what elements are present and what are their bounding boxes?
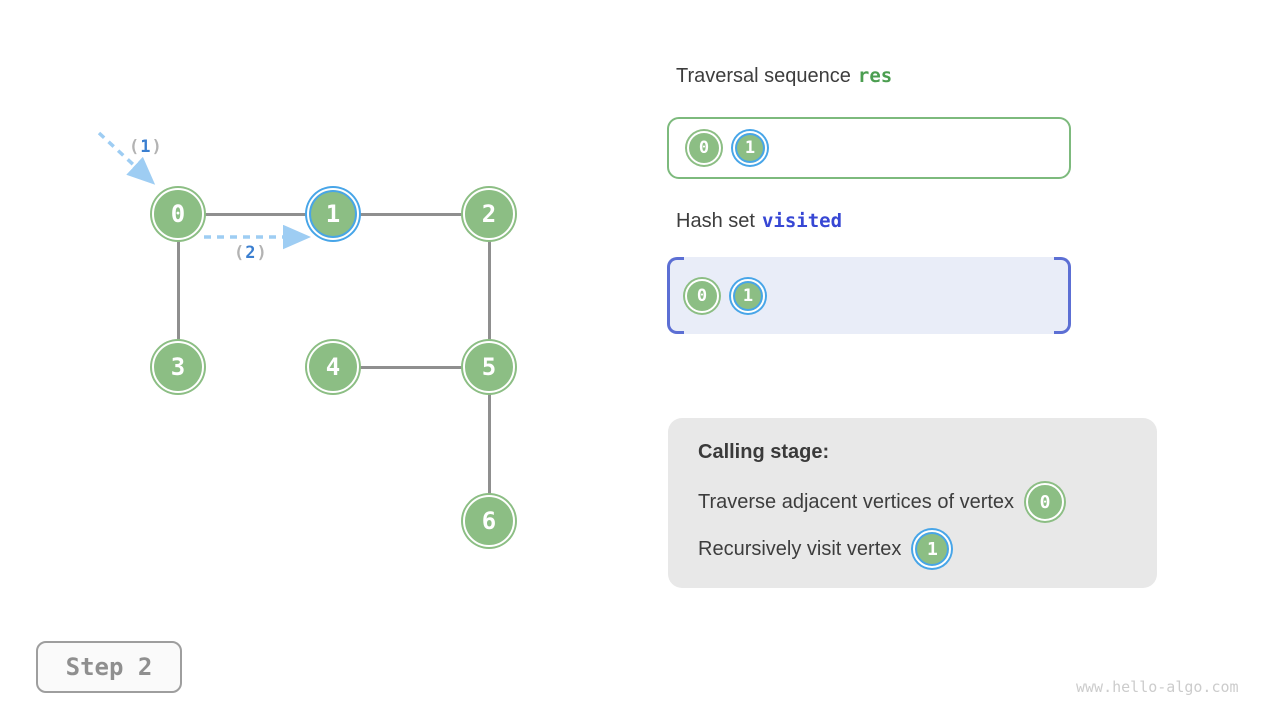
calling-stage-box: Calling stage: Traverse adjacent vertice…: [668, 418, 1157, 588]
res-item-1: 1: [733, 131, 767, 165]
edge-0-3: [176, 214, 180, 367]
calling-stage-vertex-1: 1: [913, 530, 952, 568]
hash-set-box: 0 1: [667, 257, 1071, 334]
visited-item-0: 0: [685, 278, 719, 313]
graph-vertex-3: 3: [152, 341, 204, 393]
graph-vertex-6: 6: [463, 495, 515, 547]
calling-stage-line-2-text: Recursively visit vertex: [698, 537, 902, 560]
graph-vertex-2: 2: [463, 188, 515, 240]
graph-vertex-5: 5: [463, 341, 515, 393]
res-item-0: 0: [687, 131, 721, 165]
calling-stage-line-2: Recursively visit vertex 1: [698, 527, 1157, 571]
calling-stage-title: Calling stage:: [698, 441, 830, 463]
arrow-label-1: (1): [129, 137, 163, 157]
edge-2-5: [487, 214, 491, 367]
traversal-sequence-title: Traversal sequence res: [676, 63, 892, 89]
dfs-step-arrows: [97, 131, 311, 250]
calling-stage-line-1-text: Traverse adjacent vertices of vertex: [698, 490, 1015, 513]
calling-stage-vertex-0: 0: [1026, 483, 1065, 521]
arrow-label-2: (2): [234, 243, 268, 263]
edge-1-2: [333, 212, 489, 216]
visited-code-label: visited: [761, 210, 843, 232]
res-code-label: res: [857, 65, 893, 87]
step-badge: Step 2: [36, 641, 182, 693]
edge-4-5: [333, 365, 489, 369]
traversal-sequence-title-text: Traversal sequence: [676, 65, 851, 87]
graph-vertex-4: 4: [307, 341, 359, 393]
visited-item-1: 1: [731, 278, 765, 313]
hash-set-title-text: Hash set: [676, 210, 755, 232]
calling-stage-line-1: Traverse adjacent vertices of vertex 0: [698, 480, 1157, 524]
edge-5-6: [487, 367, 491, 521]
graph-vertex-0: 0: [152, 188, 204, 240]
graph-vertex-1: 1: [307, 188, 359, 240]
edge-0-1: [178, 212, 333, 216]
hash-set-title: Hash set visited: [676, 208, 842, 234]
watermark-url: www.hello-algo.com: [1076, 678, 1239, 696]
traversal-sequence-box: 0 1: [667, 117, 1071, 179]
arrow-enter-0: [97, 131, 156, 185]
